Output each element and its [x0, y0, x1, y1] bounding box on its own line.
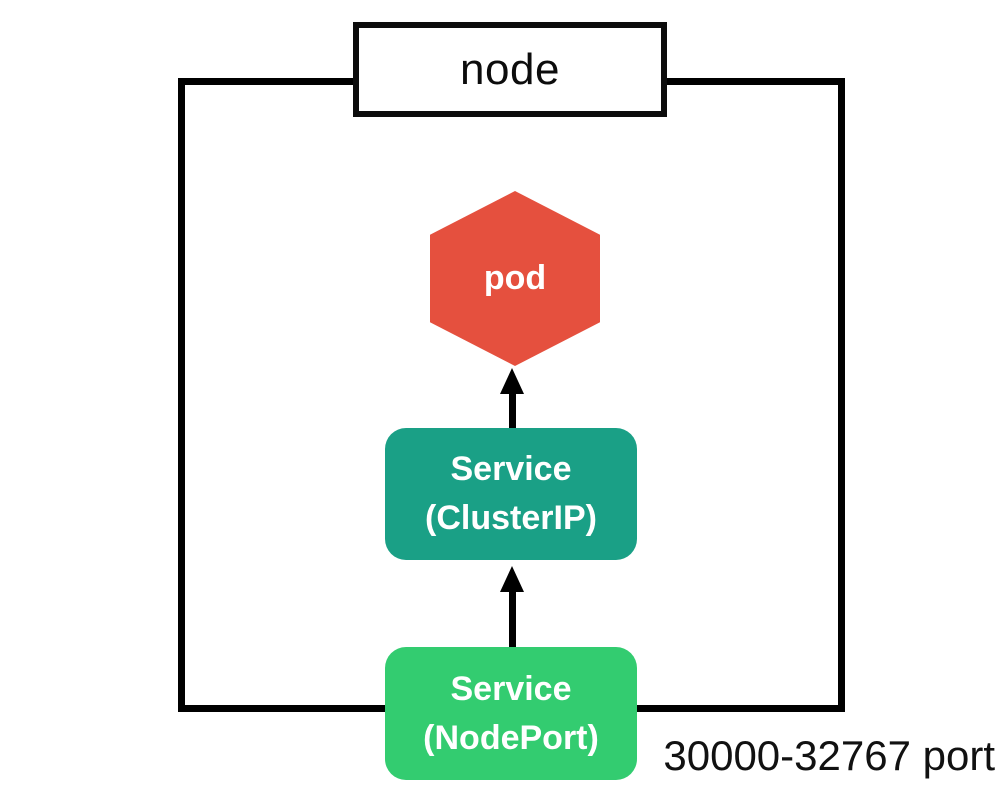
node-label: node — [460, 44, 560, 94]
arrow-cluster-to-pod-shaft — [509, 391, 516, 428]
cluster-service-label-line1: Service — [450, 450, 572, 488]
arrow-nodeport-to-cluster-shaft — [509, 589, 516, 647]
port-range-label: 30000-32767 port — [663, 732, 995, 779]
nodeport-service-label-line2: (NodePort) — [423, 718, 599, 757]
nodeport-service-label-line1: Service — [450, 669, 572, 708]
arrow-nodeport-to-cluster-head — [500, 566, 524, 592]
nodeport-service-box: Service (NodePort) — [385, 647, 637, 780]
cluster-service-label-line2: (ClusterIP) — [425, 499, 597, 537]
node-label-box: node — [353, 22, 667, 117]
pod-label: pod — [483, 259, 547, 297]
arrow-cluster-to-pod-head — [500, 368, 524, 394]
cluster-service-box: Service (ClusterIP) — [385, 428, 637, 560]
